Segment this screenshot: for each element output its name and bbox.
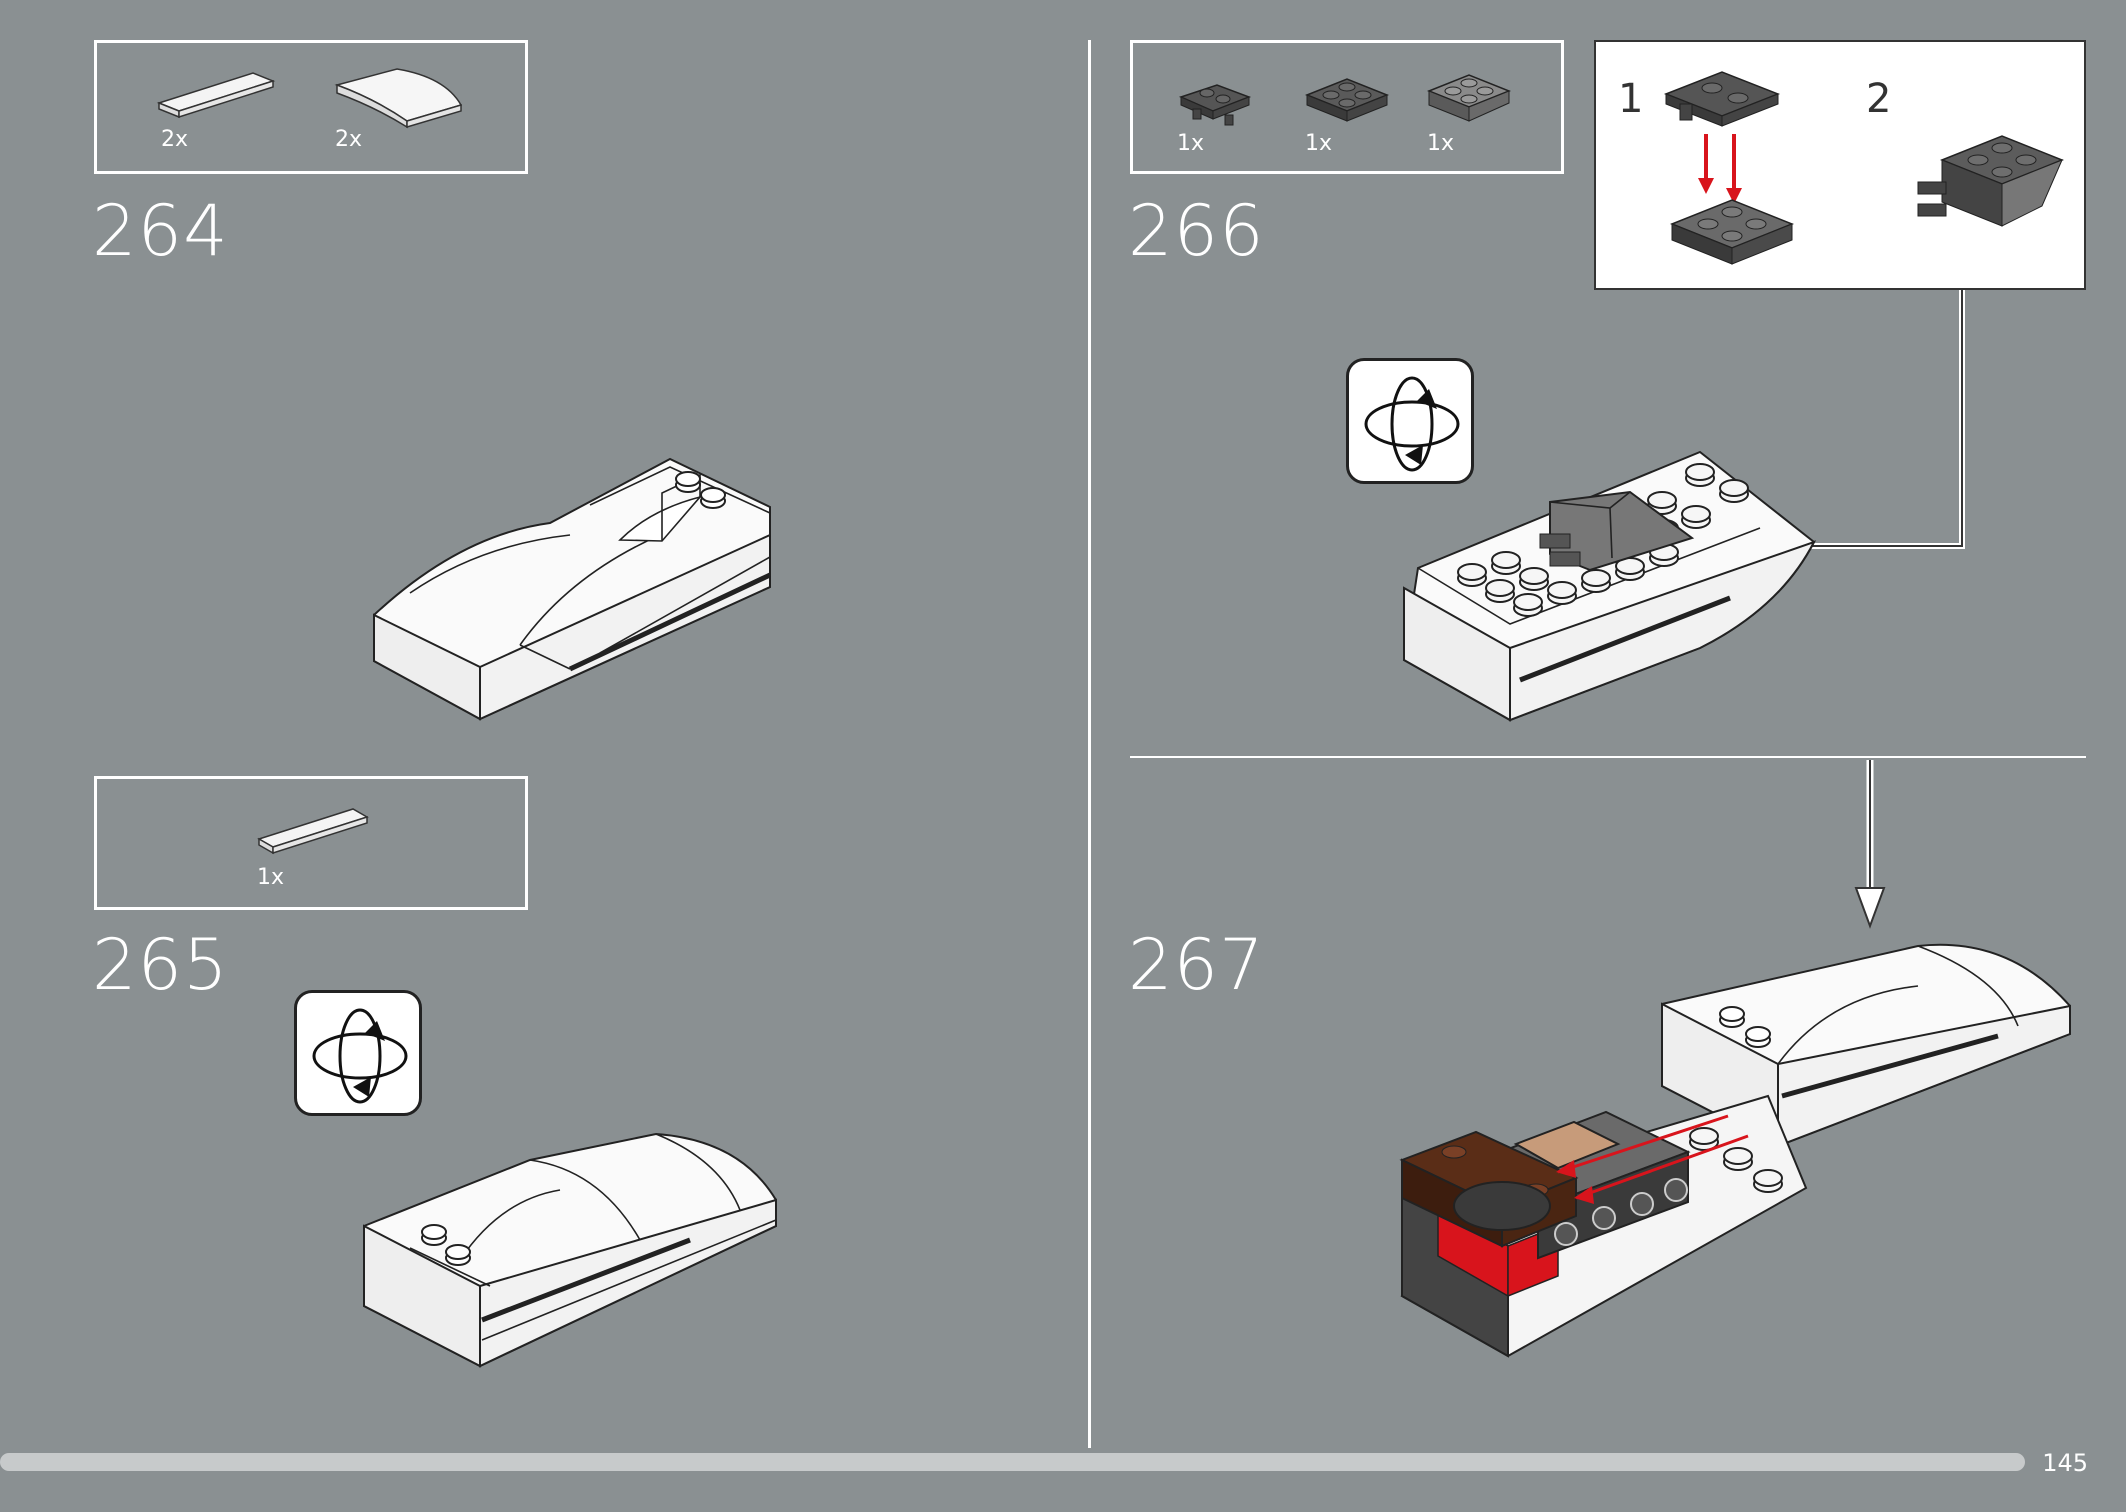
- part-dark-plate-clips: [1178, 84, 1252, 126]
- part-qty: 1x: [1427, 131, 1455, 156]
- step-number: 264: [92, 190, 229, 272]
- step-number: 266: [1128, 190, 1265, 272]
- progress-bar: [0, 1453, 2025, 1471]
- subassembly-step-1-illustration: [1663, 71, 1795, 265]
- subassembly-step-label: 2: [1866, 76, 1892, 122]
- part-white-tile-1x4: [257, 808, 369, 855]
- parts-box-step-265: 1x: [94, 776, 528, 910]
- subassembly-step-2-illustration: [1917, 135, 2065, 227]
- subassembly-box: 1 2: [1594, 40, 2086, 290]
- part-white-tile-2x4: [156, 72, 276, 119]
- rotate-model-icon: [294, 990, 422, 1116]
- rotate-model-icon: [1346, 358, 1474, 484]
- step-divider: [1130, 756, 2086, 758]
- subassembly-step-label: 1: [1618, 76, 1644, 122]
- part-qty: 2x: [335, 127, 363, 152]
- parts-box-step-266: 1x 1x 1x: [1130, 40, 1564, 174]
- part-dark-slope-2x2: [1426, 74, 1512, 122]
- down-arrow: [1854, 760, 1886, 929]
- part-dark-plate-2x2: [1304, 78, 1390, 122]
- model-illustration-step-266: [1402, 450, 1817, 722]
- step-number: 267: [1128, 924, 1265, 1006]
- page-divider: [1088, 40, 1091, 1448]
- part-qty: 2x: [161, 127, 189, 152]
- part-qty: 1x: [1177, 131, 1205, 156]
- part-white-curved-slope: [334, 68, 463, 129]
- model-illustration-step-267: [1399, 943, 2071, 1358]
- model-illustration-step-264: [373, 457, 772, 721]
- model-illustration-step-265: [363, 1132, 777, 1368]
- page-number: 145: [2042, 1449, 2088, 1477]
- part-qty: 1x: [1305, 131, 1333, 156]
- parts-box-step-264: 2x 2x: [94, 40, 528, 174]
- part-qty: 1x: [257, 865, 285, 890]
- step-number: 265: [92, 924, 229, 1006]
